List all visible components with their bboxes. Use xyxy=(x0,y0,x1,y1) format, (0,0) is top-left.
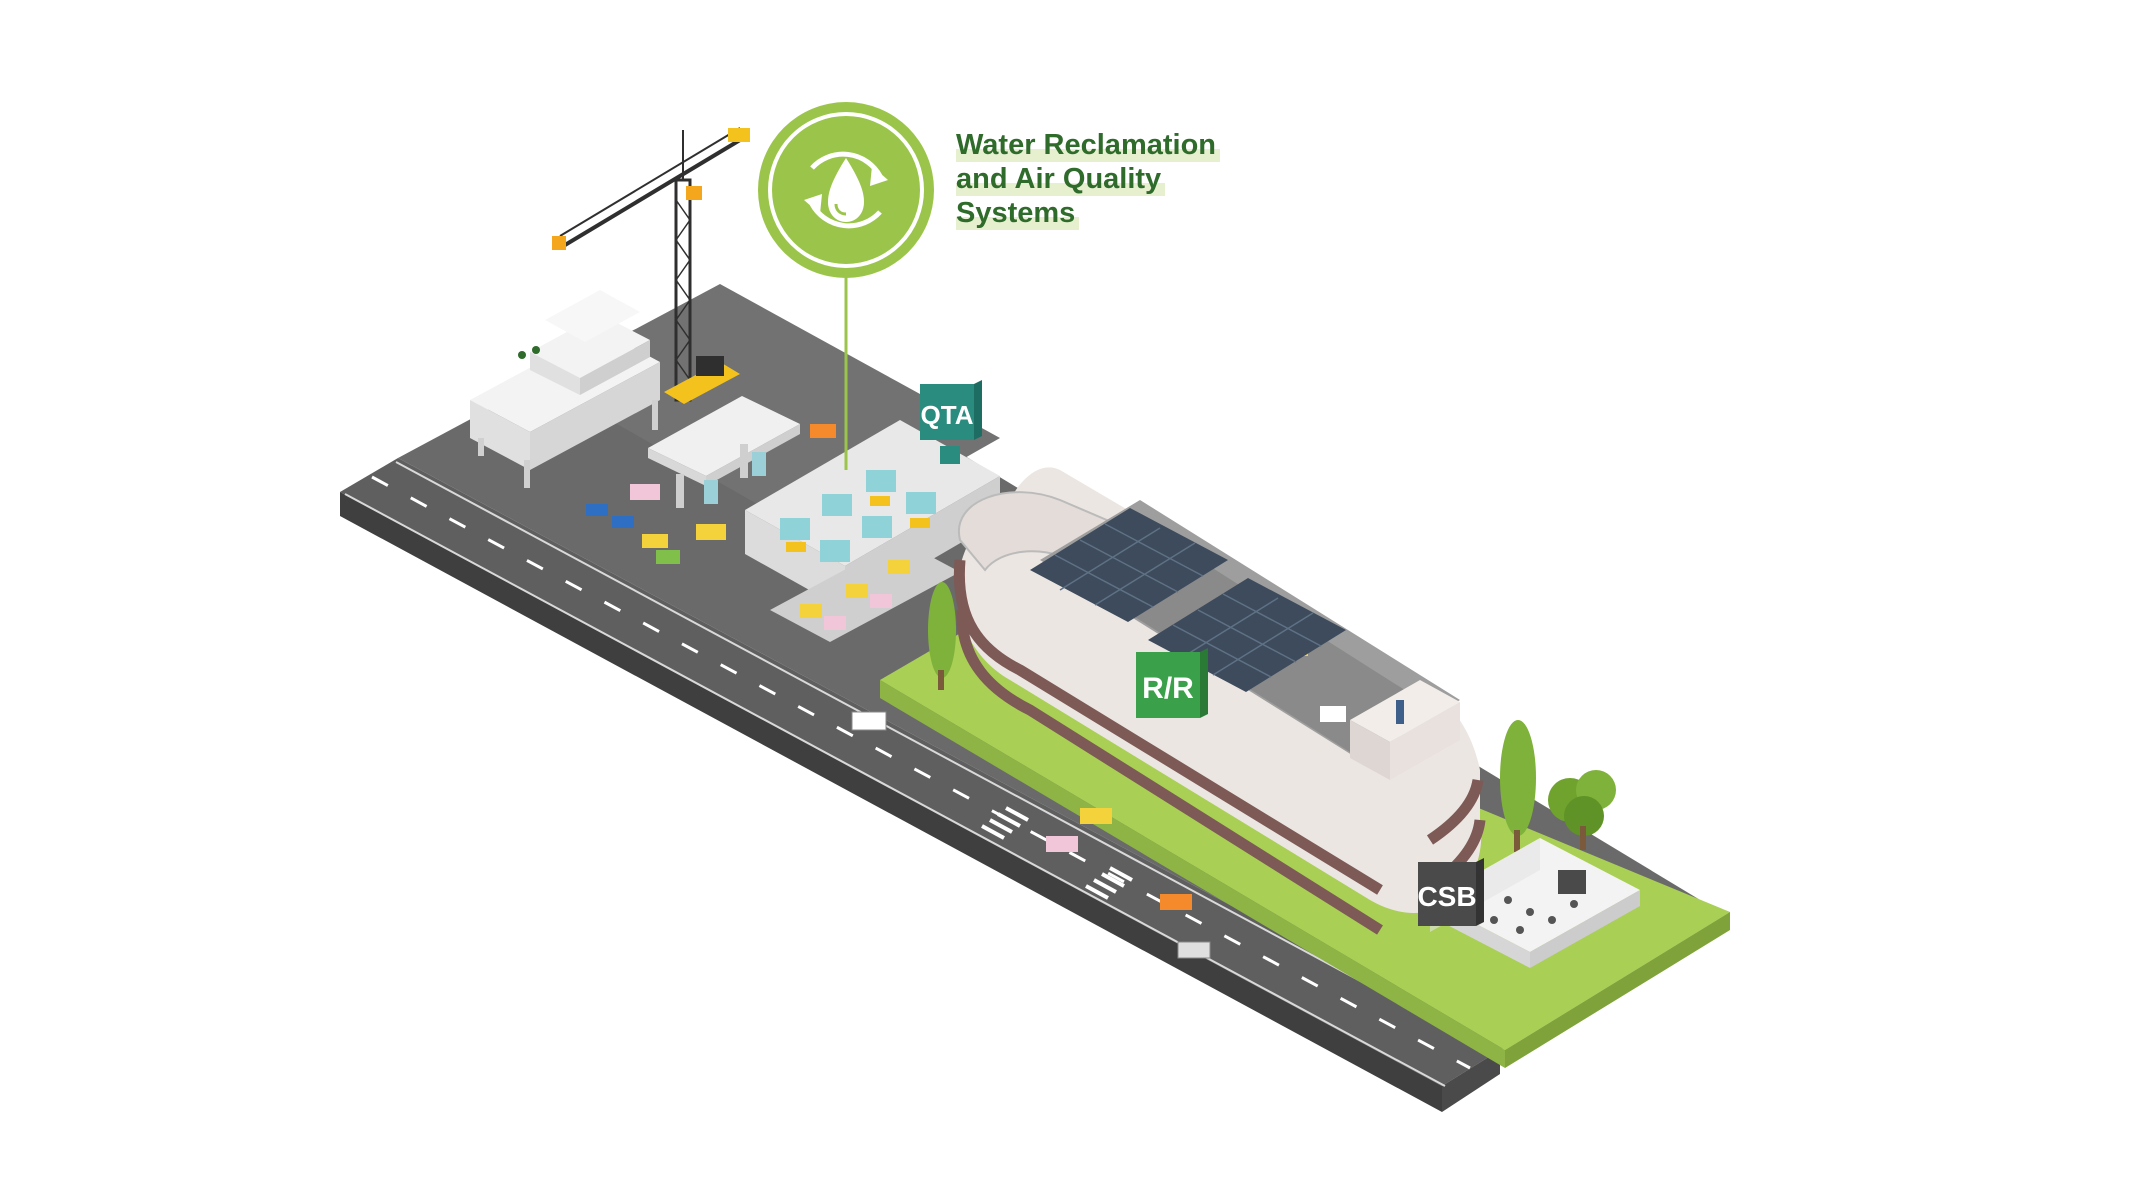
water-recycle-icon xyxy=(804,151,888,229)
callout-label: Water Reclamation and Air Quality System… xyxy=(956,128,1220,230)
rr-sign: R/R xyxy=(1136,648,1208,718)
callout-line-3: Systems xyxy=(956,196,1080,230)
csb-sign: CSB xyxy=(1417,858,1484,926)
main-road xyxy=(340,458,1500,1112)
solar-canopy-1 xyxy=(1030,508,1228,622)
csb-sign-label: CSB xyxy=(1417,881,1476,912)
gas-station xyxy=(648,396,800,508)
qta-sign-label: QTA xyxy=(921,400,974,430)
trees xyxy=(928,582,1616,852)
street-cars xyxy=(586,424,1211,959)
crosswalks xyxy=(981,806,1133,900)
callout-line-1: Water Reclamation xyxy=(956,128,1220,162)
callout-badge xyxy=(758,102,934,278)
qta-sign: QTA xyxy=(920,380,982,464)
qta-building xyxy=(745,420,1000,642)
construction-building xyxy=(470,290,660,488)
tower-crane xyxy=(552,127,750,404)
rr-sign-label: R/R xyxy=(1142,672,1194,705)
callout-line-2: and Air Quality xyxy=(956,162,1166,196)
